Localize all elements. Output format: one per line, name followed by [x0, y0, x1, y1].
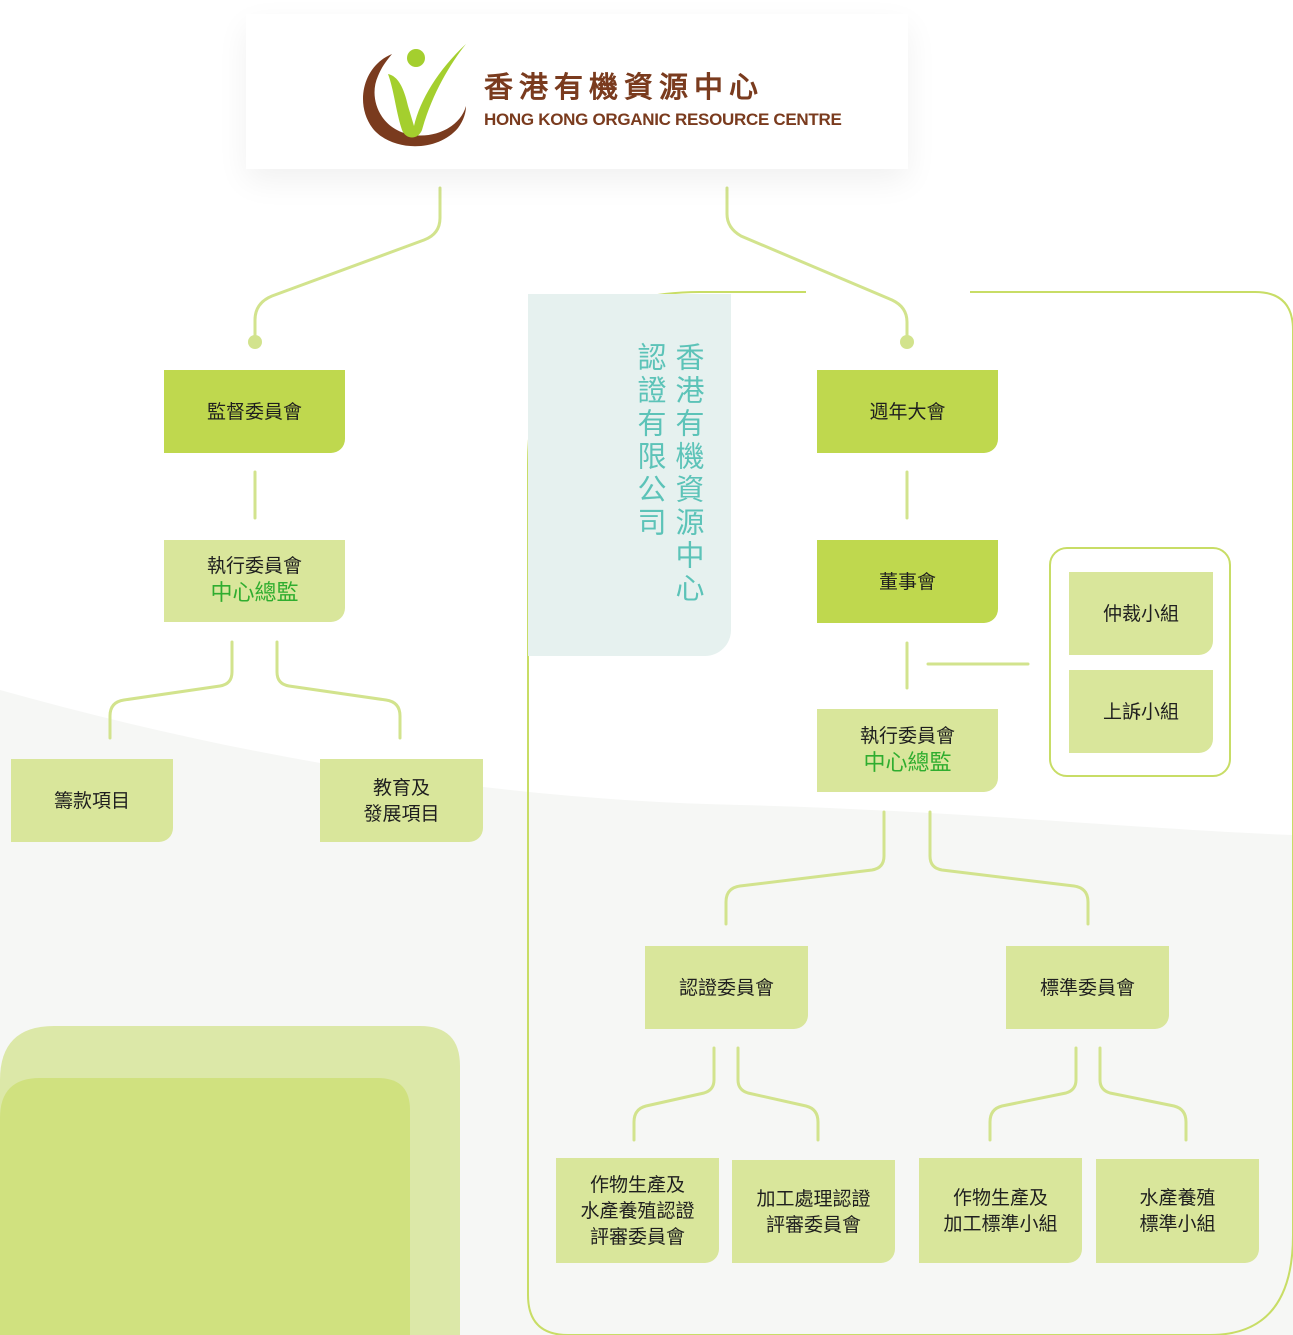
node-label: 發展項目: [363, 802, 440, 825]
connector-executive-standards: [928, 810, 1090, 926]
node-label: 籌款項目: [53, 789, 130, 812]
node-label: 教育及: [372, 776, 430, 799]
node-crop-processing-standards: 作物生產及 加工標準小組: [919, 1158, 1082, 1263]
connector-certification-crop: [632, 1046, 716, 1142]
node-label: 水產養殖: [1139, 1187, 1216, 1209]
connector-logo-supervisory: [253, 186, 442, 340]
node-crop-aquaculture-review: 作物生產及 水產養殖認證 評審委員會: [556, 1158, 719, 1263]
node-label: 水產養殖認證: [580, 1199, 695, 1222]
node-label: 作物生產及: [589, 1173, 685, 1196]
connector-standards-aquaculture: [1098, 1046, 1188, 1142]
node-annual-general-meeting: 週年大會: [817, 370, 998, 453]
node-appeal-panel: 上訴小組: [1069, 670, 1213, 753]
panels-group: [1049, 547, 1231, 777]
node-label: 標準委員會: [1039, 976, 1135, 999]
connector-dot-left: [248, 335, 262, 349]
node-supervisory-committee: 監督委員會: [164, 370, 345, 453]
node-certification-committee: 認證委員會: [645, 946, 808, 1029]
node-education-development: 教育及 發展項目: [320, 759, 483, 842]
node-label: 執行委員會: [859, 724, 955, 747]
node-standards-committee: 標準委員會: [1006, 946, 1169, 1029]
company-label-line2: 認證有限公司: [633, 342, 667, 540]
connector-standards-crop: [988, 1046, 1078, 1142]
node-board-of-directors: 董事會: [817, 540, 998, 623]
logo-mark-icon: [362, 44, 466, 147]
node-label: 標準小組: [1139, 1213, 1216, 1235]
connector-executive-certification: [724, 810, 886, 926]
node-label: 評審委員會: [589, 1225, 685, 1248]
node-label: 執行委員會: [206, 555, 302, 577]
node-sublabel: 中心總監: [863, 750, 952, 776]
node-label: 上訴小組: [1102, 700, 1179, 723]
connector-certification-processing: [736, 1046, 820, 1142]
node-label: 監督委員會: [206, 400, 302, 423]
node-aquaculture-standards: 水產養殖 標準小組: [1096, 1159, 1259, 1263]
node-label: 週年大會: [869, 400, 946, 423]
connector-executive-fundraising: [108, 640, 234, 740]
company-label-panel: 香港有機資源中心 認證有限公司: [528, 294, 731, 656]
decor-block-inner: [0, 1078, 410, 1335]
connector-executive-education: [275, 640, 402, 740]
connector-logo-agm: [725, 186, 909, 340]
node-label: 仲裁小組: [1102, 602, 1179, 625]
logo-name-en: HONG KONG ORGANIC RESOURCE CENTRE: [484, 110, 842, 129]
logo-name-zh: 香港有機資源中心: [484, 70, 765, 104]
node-fundraising: 籌款項目: [11, 759, 173, 842]
node-label: 加工標準小組: [943, 1212, 1058, 1235]
node-label: 認證委員會: [678, 976, 774, 999]
node-sublabel: 中心總監: [210, 581, 299, 606]
node-arbitration-panel: 仲裁小組: [1069, 572, 1213, 655]
node-executive-committee-left: 執行委員會 中心總監: [164, 540, 345, 622]
node-processing-review: 加工處理認證 評審委員會: [732, 1160, 895, 1263]
connector-dot-right: [900, 335, 914, 349]
logo-card: 香港有機資源中心 HONG KONG ORGANIC RESOURCE CENT…: [246, 14, 908, 169]
node-label: 加工處理認證: [756, 1187, 871, 1210]
node-label: 作物生產及: [952, 1186, 1048, 1209]
node-executive-committee-right: 執行委員會 中心總監: [817, 709, 998, 792]
company-label-line1: 香港有機資源中心: [671, 342, 705, 606]
node-label: 評審委員會: [765, 1213, 861, 1236]
node-label: 董事會: [878, 570, 936, 593]
